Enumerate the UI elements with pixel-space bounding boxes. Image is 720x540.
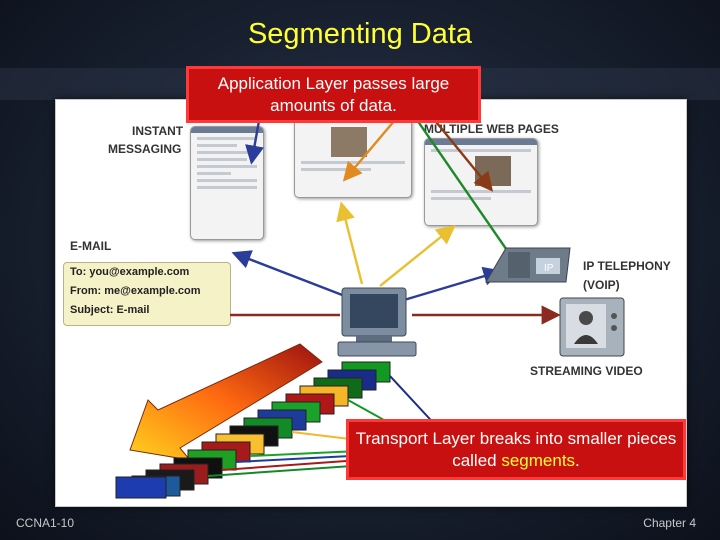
- video-monitor-icon: [559, 297, 625, 357]
- computer-icon: [337, 287, 417, 357]
- label-email: E-MAIL: [70, 239, 112, 253]
- transport-text: Transport Layer breaks into smaller piec…: [355, 429, 677, 470]
- email-subject: Subject: E-mail: [70, 304, 150, 316]
- footer-chapter: Chapter 4: [643, 516, 696, 530]
- label-voip: (VOIP): [583, 278, 620, 292]
- label-web-pages: MULTIPLE WEB PAGES: [424, 122, 559, 136]
- label-messaging: MESSAGING: [108, 142, 182, 156]
- data-stream-arrow: [129, 343, 323, 461]
- app-arrows: [230, 103, 561, 325]
- label-instant: INSTANT: [132, 124, 184, 138]
- arrow-to-web-left: [336, 201, 364, 285]
- transport-layer-callout: Transport Layer breaks into smaller piec…: [346, 419, 686, 480]
- footer-course: CCNA1-10: [16, 516, 75, 530]
- email-from: From: me@example.com: [70, 285, 201, 297]
- phone-tag: IP: [544, 263, 554, 274]
- arrow-callout-web2: [427, 111, 494, 192]
- label-ip-telephony: IP TELEPHONY: [583, 259, 671, 273]
- arrow-to-web-right: [379, 224, 456, 287]
- arrow-to-phone: [403, 266, 503, 302]
- email-to: To: you@example.com: [70, 266, 190, 278]
- arrow-callout-phone: [405, 103, 525, 276]
- segments-highlight: segments: [501, 451, 576, 470]
- application-layer-callout: Application Layer passes large amounts o…: [186, 66, 481, 123]
- ip-phone-icon: IP: [485, 247, 571, 283]
- arrow-callout-web: [342, 119, 396, 182]
- transport-text-end: .: [575, 451, 580, 470]
- segment-block: [115, 476, 167, 499]
- arrow-to-email: [231, 250, 351, 300]
- label-streaming-video: STREAMING VIDEO: [530, 364, 643, 378]
- segment-stack: [115, 361, 391, 499]
- email-card: To: you@example.com From: me@example.com…: [63, 262, 231, 326]
- slide-title: Segmenting Data: [247, 18, 473, 50]
